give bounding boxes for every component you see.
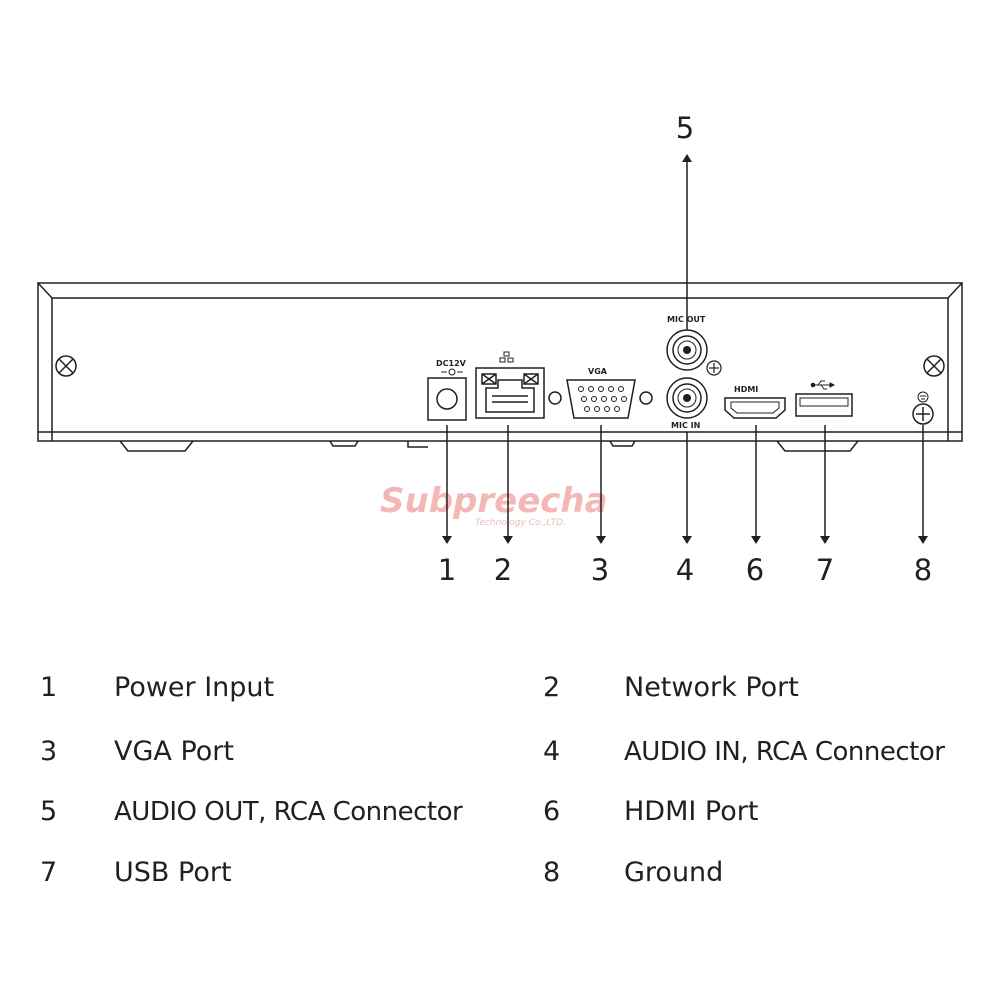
legend-number: 2 <box>543 672 561 703</box>
legend-number: 4 <box>543 736 561 767</box>
callout-number-2: 2 <box>494 553 512 587</box>
legend-number: 6 <box>543 796 561 827</box>
ground-icon <box>917 391 929 403</box>
nvr-rear-panel-diagram: DC12V VGA <box>37 111 963 587</box>
legend-label: Power Input <box>114 672 275 703</box>
legend-label: AUDIO IN, RCA Connector <box>624 737 945 767</box>
network-icon <box>499 351 514 363</box>
legend-number: 7 <box>40 857 58 888</box>
mic-in-port: MIC IN <box>666 377 708 430</box>
callout-number-6: 6 <box>746 553 764 587</box>
svg-text:Technology Co.,LTD.: Technology Co.,LTD. <box>475 518 566 528</box>
callout-number-3: 3 <box>591 553 609 587</box>
callout-number-5: 5 <box>676 111 694 145</box>
usb-icon <box>810 380 836 390</box>
port-legend: 1 Power Input 2 Network Port 3 VGA Port … <box>0 655 1000 915</box>
right-screw-icon <box>923 355 945 377</box>
callout-number-8: 8 <box>914 553 932 587</box>
power-port-label: DC12V <box>436 359 467 368</box>
legend-number: 3 <box>40 736 58 767</box>
legend-label: HDMI Port <box>624 796 759 827</box>
power-input-port: DC12V <box>427 359 467 421</box>
chassis <box>37 282 963 452</box>
hdmi-port-label: HDMI <box>734 385 758 394</box>
mic-screw-icon <box>706 360 722 376</box>
legend-label: USB Port <box>114 857 232 888</box>
network-port <box>475 351 545 419</box>
legend-label: Ground <box>624 857 724 888</box>
vga-pins <box>578 386 627 412</box>
vga-port-label: VGA <box>588 367 608 376</box>
watermark-logo: Subpreecha Technology Co.,LTD. <box>380 481 608 528</box>
callout-numbers: 1 2 3 4 5 6 7 8 <box>438 111 932 587</box>
legend-label: AUDIO OUT, RCA Connector <box>114 797 463 827</box>
mic-in-label: MIC IN <box>671 421 700 430</box>
svg-text:Subpreecha: Subpreecha <box>380 481 608 521</box>
legend-label: Network Port <box>624 672 799 703</box>
dc-polarity-icon <box>441 368 463 376</box>
callout-lines <box>442 154 928 544</box>
legend-number: 1 <box>40 672 58 703</box>
legend-label: VGA Port <box>114 736 234 767</box>
left-screw-icon <box>55 355 77 377</box>
usb-port <box>795 380 853 417</box>
hdmi-port: HDMI <box>724 385 786 419</box>
callout-number-1: 1 <box>438 553 456 587</box>
legend-number: 5 <box>40 796 58 827</box>
callout-number-7: 7 <box>816 553 834 587</box>
ground-terminal <box>912 391 934 425</box>
legend-number: 8 <box>543 857 561 888</box>
vga-port: VGA <box>548 367 653 419</box>
callout-number-4: 4 <box>676 553 694 587</box>
